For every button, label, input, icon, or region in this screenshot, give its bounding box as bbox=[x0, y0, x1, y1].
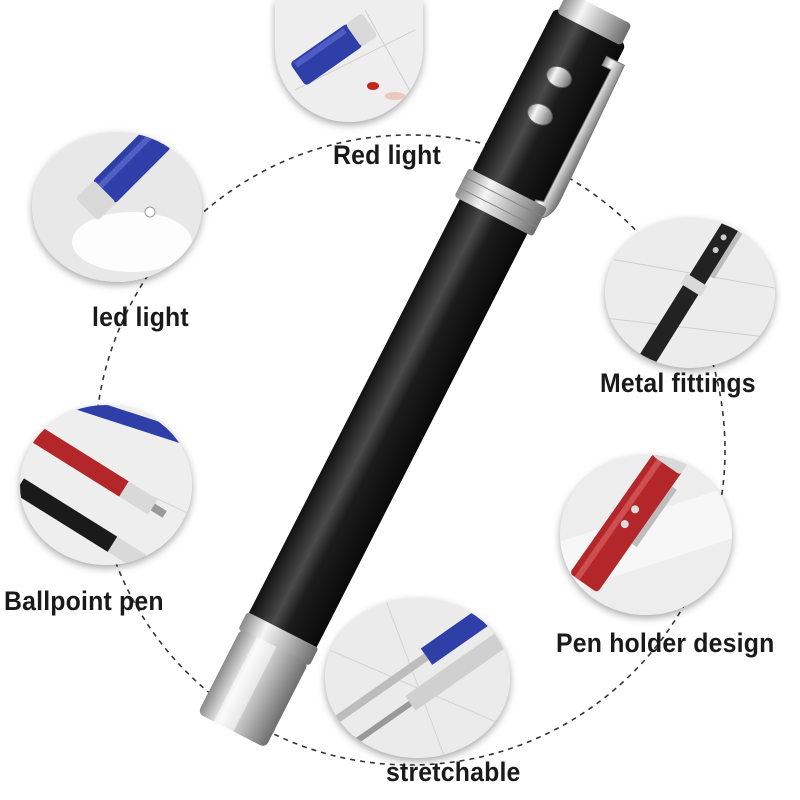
feature-label-led-light: led light bbox=[92, 302, 189, 332]
feature-label-red-light: Red light bbox=[333, 140, 441, 170]
stretchable-photo bbox=[325, 598, 510, 758]
feature-label-stretchable: stretchable bbox=[386, 757, 521, 787]
dashed-orbit-circle bbox=[94, 134, 726, 766]
red-light-photo bbox=[275, 0, 423, 122]
feature-label-ballpoint-pen: Ballpoint pen bbox=[4, 586, 164, 616]
pen-holder-design-photo bbox=[560, 455, 732, 615]
led-light-photo bbox=[32, 132, 202, 282]
pen bbox=[199, 0, 631, 746]
feature-label-metal-fittings: Metal fittings bbox=[600, 368, 756, 398]
ballpoint-pen-photo bbox=[20, 405, 192, 565]
feature-label-pen-holder-design: Pen holder design bbox=[556, 628, 775, 658]
metal-fittings-photo bbox=[605, 218, 775, 368]
